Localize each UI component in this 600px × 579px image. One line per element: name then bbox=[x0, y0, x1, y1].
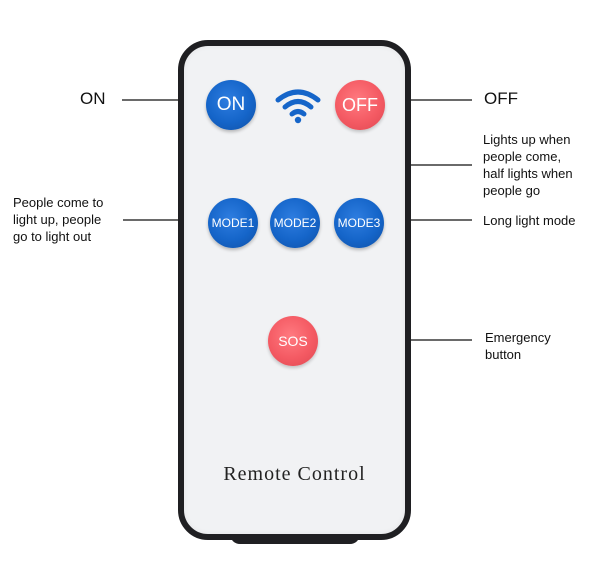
on-button-label: ON bbox=[216, 94, 246, 115]
mode3-callout: Long light mode bbox=[483, 212, 576, 229]
sos-button[interactable]: SOS bbox=[268, 316, 318, 366]
sos-callout-line-1: Emergency bbox=[485, 330, 551, 345]
mode2-callout-line-3: half lights when bbox=[483, 166, 573, 181]
off-button-label: OFF bbox=[342, 94, 378, 115]
remote-bottom-edge bbox=[230, 534, 360, 544]
mode1-callout: People come to light up, people go to li… bbox=[13, 194, 103, 245]
mode2-button-label: MODE2 bbox=[273, 216, 317, 230]
on-button[interactable]: ON bbox=[206, 80, 256, 130]
sos-callout-line-2: button bbox=[485, 347, 522, 362]
mode2-button[interactable]: MODE2 bbox=[270, 198, 320, 248]
off-button[interactable]: OFF bbox=[335, 80, 385, 130]
mode3-callout-text: Long light mode bbox=[483, 213, 576, 228]
mode1-callout-line-2: light up, people bbox=[13, 212, 102, 227]
mode2-callout-line-1: Lights up when bbox=[483, 132, 571, 147]
on-callout-text: ON bbox=[80, 89, 106, 108]
mode3-button-label: MODE3 bbox=[337, 216, 381, 230]
mode1-button-label: MODE1 bbox=[211, 216, 255, 230]
sos-callout: Emergency button bbox=[485, 329, 551, 363]
sos-button-label: SOS bbox=[278, 333, 308, 349]
mode3-button[interactable]: MODE3 bbox=[334, 198, 384, 248]
mode1-button[interactable]: MODE1 bbox=[208, 198, 258, 248]
off-callout-text: OFF bbox=[484, 89, 518, 108]
mode1-callout-line-3: go to light out bbox=[13, 229, 92, 244]
wifi-icon bbox=[275, 89, 321, 124]
remote-brand-text: Remote Control bbox=[223, 463, 366, 485]
mode1-callout-line-1: People come to bbox=[13, 195, 104, 210]
off-callout: OFF bbox=[484, 90, 518, 107]
mode2-callout-line-4: people go bbox=[483, 183, 541, 198]
mode2-callout: Lights up when people come, half lights … bbox=[483, 131, 573, 199]
on-callout: ON bbox=[80, 90, 106, 107]
mode2-callout-line-2: people come, bbox=[483, 149, 562, 164]
